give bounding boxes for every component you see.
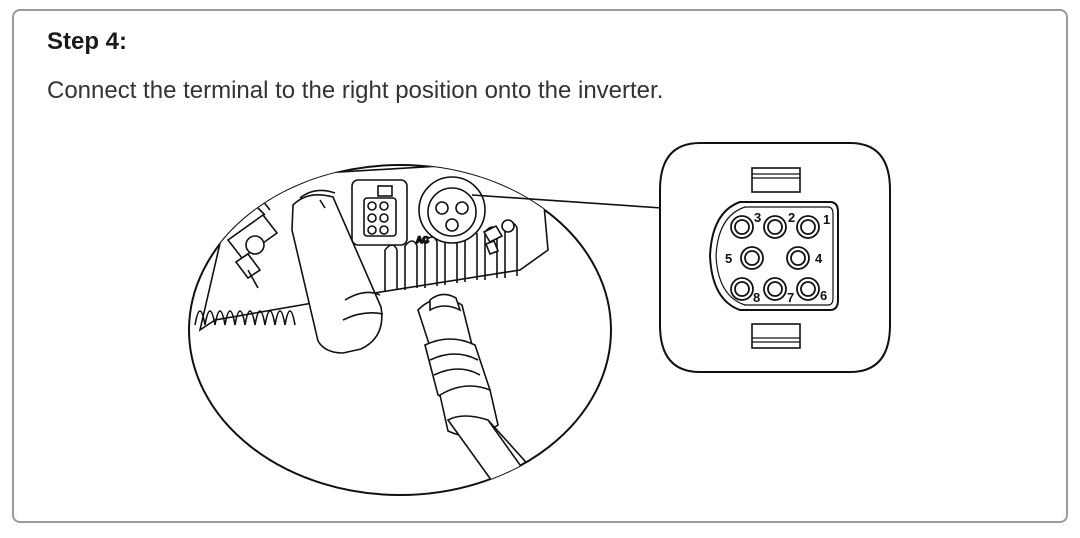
pin-label-3: 3 bbox=[754, 210, 761, 225]
step-instruction: Connect the terminal to the right positi… bbox=[47, 77, 664, 104]
pin-label-1: 1 bbox=[823, 212, 830, 227]
ground-screw-icon bbox=[482, 219, 515, 256]
leader-line bbox=[471, 194, 663, 209]
port-cover-icon bbox=[291, 189, 384, 354]
ac-port-label: AC bbox=[416, 235, 429, 245]
pin-label-4: 4 bbox=[815, 251, 823, 266]
pin-label-2: 2 bbox=[788, 210, 795, 225]
dc-connector-icon bbox=[226, 199, 279, 289]
step-title: Step 4: bbox=[47, 28, 128, 55]
ac-port-icon bbox=[418, 176, 486, 244]
latch-bottom-icon bbox=[751, 323, 801, 349]
step-card bbox=[12, 9, 1068, 523]
inverter-magnified-view: AC bbox=[188, 164, 612, 496]
inverter-port-icon bbox=[351, 179, 408, 246]
pin-label-8: 8 bbox=[753, 290, 760, 305]
latch-top-icon bbox=[751, 167, 801, 193]
pin-label-6: 6 bbox=[820, 288, 827, 303]
connector-pinout-view: 1 2 3 4 5 6 7 8 bbox=[659, 142, 891, 373]
pin-label-7: 7 bbox=[787, 290, 794, 305]
pin-label-5: 5 bbox=[725, 251, 732, 266]
